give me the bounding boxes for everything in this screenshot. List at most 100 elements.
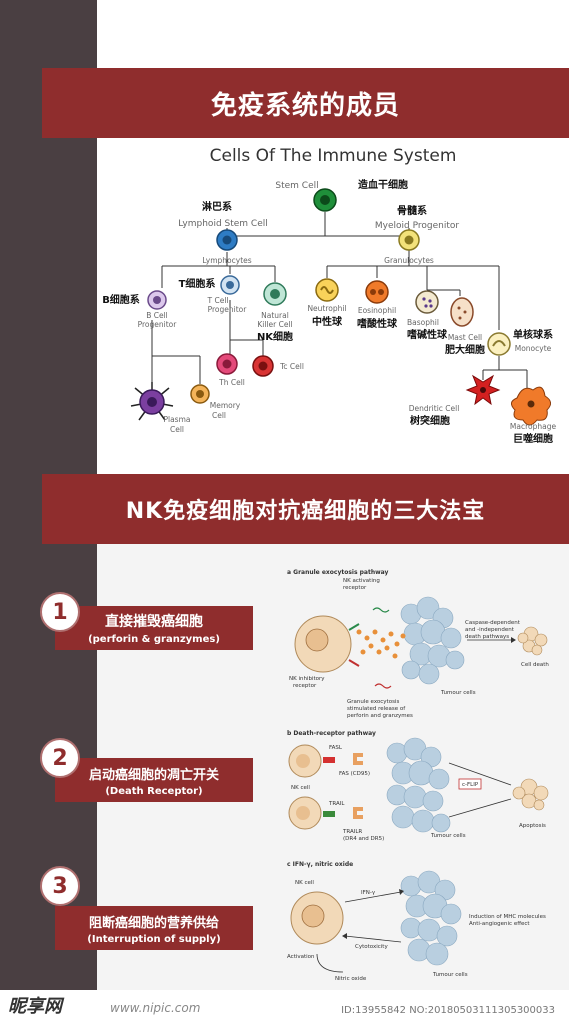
memory-cell-icon xyxy=(190,384,210,404)
eosinophil-icon xyxy=(365,280,389,304)
t-cell-en-label-1: T Cell xyxy=(207,296,229,305)
site-url: www.nipic.com xyxy=(110,1001,201,1015)
lymphoid-en-label: Lymphoid Stem Cell xyxy=(178,219,268,229)
weapon-2-en: (Death Receptor) xyxy=(105,785,203,797)
activation-label: Activation xyxy=(287,954,315,960)
stem-en-label: Stem Cell xyxy=(275,181,318,191)
stem-cn-label: 造血干细胞 xyxy=(358,178,408,191)
weapon-3-number-badge: 3 xyxy=(40,866,80,906)
myeloid-en-label: Myeloid Progenitor xyxy=(375,221,459,231)
nk-cell-b-top xyxy=(288,744,322,778)
macrophage-cn-label: 巨噬细胞 xyxy=(513,432,553,445)
plasma-label-1: Plasma xyxy=(163,415,190,424)
nk-cell-a xyxy=(294,615,352,673)
panel-c-heading: c IFN-γ, nitric oxide xyxy=(287,861,353,868)
dendritic-cell-icon xyxy=(465,374,501,406)
mast-cell-icon xyxy=(450,297,474,327)
eosinophil-cn-label: 嗜酸性球 xyxy=(357,317,398,330)
basophil-en-label: Basophil xyxy=(407,318,439,327)
trailr-label-1: TRAILR xyxy=(342,829,362,835)
eosinophil-en-label: Eosinophil xyxy=(358,306,396,315)
cflip-label: c-FLIP xyxy=(462,782,479,788)
fasl-label: FASL xyxy=(329,745,343,751)
weapon-2-cn: 启动癌细胞的凋亡开关 xyxy=(88,767,219,783)
tc-cell-label: Tc Cell xyxy=(279,362,304,371)
granule-label-2: stimulated release of xyxy=(347,706,406,712)
t-cell-en-label-2: Progenitor xyxy=(208,305,248,314)
weapon-1-en: (perforin & granzymes) xyxy=(88,634,220,645)
death-receptor-diagram: b Death-receptor pathway FASL FAS (CD95)… xyxy=(287,730,549,842)
monocyte-en-label: Monocyte xyxy=(515,344,552,353)
caspase-label-1: Caspase-dependent xyxy=(465,620,521,626)
lymphoid-stem-cell-icon xyxy=(216,229,238,251)
trailr-label-2: (DR4 and DR5) xyxy=(343,836,384,842)
mast-en-label: Mast Cell xyxy=(448,333,482,342)
weapon-card-2: 启动癌细胞的凋亡开关 (Death Receptor) xyxy=(55,758,253,802)
b-cell-en-label-1: B Cell xyxy=(146,311,168,320)
granulocytes-label: Granulocytes xyxy=(384,256,434,265)
b-cell-cn-label: B细胞系 xyxy=(102,293,140,306)
nk-weapons-banner-title: NK免疫细胞对抗癌细胞的三大法宝 xyxy=(125,499,486,524)
cytotoxicity-label: Cytotoxicity xyxy=(355,944,388,950)
apoptosis-label: Apoptosis xyxy=(519,823,546,829)
site-logo: 昵享网 xyxy=(8,996,62,1017)
panel-a-heading: a Granule exocytosis pathway xyxy=(287,569,389,576)
basophil-icon xyxy=(415,290,439,314)
image-id-label: ID:13955842 NO:20180503111305300033 xyxy=(341,1005,555,1016)
death-receptor-panel: b Death-receptor pathway FASL FAS (CD95)… xyxy=(283,727,567,861)
cell-death-label: Cell death xyxy=(521,662,549,668)
apoptotic-cell-icon xyxy=(512,778,549,811)
ifn-nitric-oxide-diagram: c IFN-γ, nitric oxide NK cell IFN-γ Indu… xyxy=(287,861,546,982)
basophil-cn-label: 嗜碱性球 xyxy=(407,328,448,341)
inhibitory-ligand-icon xyxy=(374,683,392,689)
weapon-3-en: (Interruption of supply) xyxy=(87,933,221,945)
memory-label-2: Cell xyxy=(212,411,226,420)
macrophage-icon xyxy=(511,386,551,426)
neutrophil-en-label: Neutrophil xyxy=(307,304,346,313)
nk-cell-icon xyxy=(263,282,287,306)
monocyte-icon xyxy=(487,332,511,356)
tumour-label-b: Tumour cells xyxy=(430,833,466,839)
nk-cell-b-bottom xyxy=(288,796,322,830)
granule-exocytosis-panel: a Granule exocytosis pathway NK activati… xyxy=(283,566,567,730)
neutrophil-icon xyxy=(315,278,339,302)
fas-receptor-icon xyxy=(353,753,363,765)
tumour-cell-cluster-a xyxy=(400,596,465,685)
granule-label-3: perforin and granzymes xyxy=(347,713,413,719)
dendritic-cn-label: 树突细胞 xyxy=(410,414,450,427)
trailr-receptor-icon xyxy=(353,807,363,819)
weapon-3-cn: 阻断癌细胞的营养供给 xyxy=(88,915,219,931)
nk-activating-label-1: NK activating xyxy=(343,578,380,584)
trail-label: TRAIL xyxy=(328,801,345,807)
macrophage-en-label: Macrophage xyxy=(510,422,557,431)
footer: 昵享网 www.nipic.com ID:13955842 NO:2018050… xyxy=(0,990,569,1024)
nk-activating-label-2: receptor xyxy=(343,585,367,591)
mhc-label-2: Anti-angiogenic effect xyxy=(469,921,530,927)
nk-en-label-1: Natural xyxy=(261,311,289,320)
cflip-box xyxy=(458,778,482,790)
tumour-cell-cluster-b xyxy=(386,737,451,833)
fasl-ligand-icon xyxy=(323,757,335,763)
nk-en-label-2: Killer Cell xyxy=(257,320,292,329)
weapon-1-number-badge: 1 xyxy=(40,592,80,632)
myeloid-cn-label: 骨髓系 xyxy=(397,204,427,217)
caspase-label-2: and -independent xyxy=(465,627,515,633)
lymphocytes-label: Lymphocytes xyxy=(202,256,251,265)
weapon-2-number-badge: 2 xyxy=(40,738,80,778)
granule-exocytosis-diagram: a Granule exocytosis pathway NK activati… xyxy=(287,569,549,719)
members-banner: 免疫系统的成员 xyxy=(42,68,569,138)
inhibitory-label-1: NK inhibitory xyxy=(289,676,325,682)
weapon-card-3: 阻断癌细胞的营养供给 (Interruption of supply) xyxy=(55,906,253,950)
nk-cn-label: NK细胞 xyxy=(257,330,293,343)
nk-cell-label-b: NK cell xyxy=(291,785,310,791)
nk-weapons-banner: NK免疫细胞对抗癌细胞的三大法宝 xyxy=(42,474,569,544)
immune-cell-tree: Stem Cell 造血干细胞 淋巴系 Lymphoid Stem Cell L… xyxy=(102,178,557,445)
lymphoid-cn-label: 淋巴系 xyxy=(202,200,232,213)
caspase-label-3: death pathways xyxy=(465,634,509,640)
dying-cell-icon xyxy=(517,626,548,656)
dendritic-en-label: Dendritic Cell xyxy=(409,404,460,413)
mhc-label-1: Induction of MHC molecules xyxy=(469,914,546,920)
mast-cn-label: 肥大细胞 xyxy=(445,343,485,356)
plasma-cell-icon xyxy=(130,382,174,421)
panel-b-heading: b Death-receptor pathway xyxy=(287,730,376,737)
